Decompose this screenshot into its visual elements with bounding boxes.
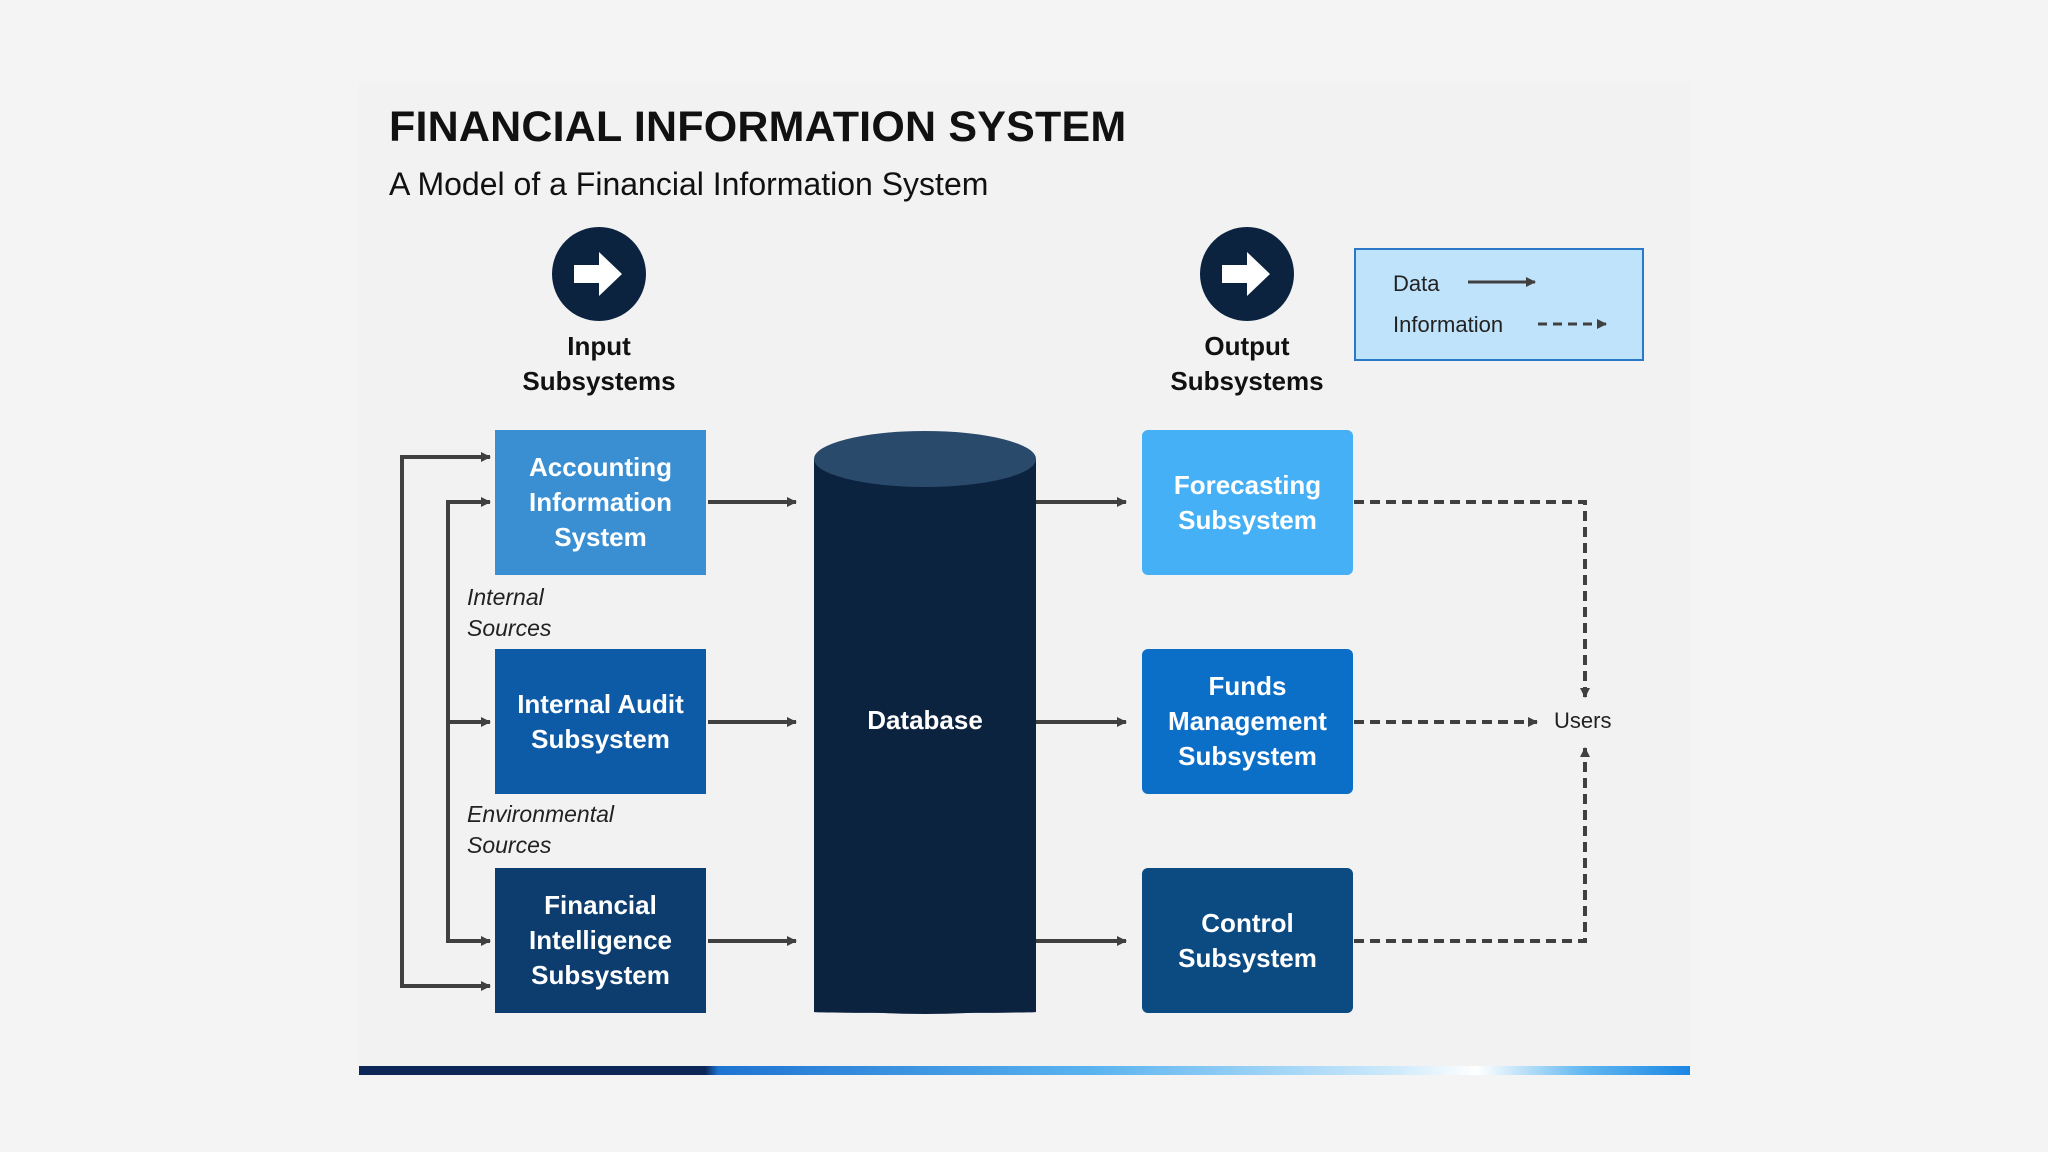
output-subsystems-heading: Output Subsystems	[1137, 329, 1357, 399]
page-subtitle: A Model of a Financial Information Syste…	[389, 166, 989, 202]
internal-sources-label: Internal Sources	[467, 582, 551, 644]
legend: Data Information	[1354, 248, 1644, 361]
input-heading-line2: Subsystems	[522, 366, 676, 396]
input-subsystems-heading: Input Subsystems	[489, 329, 709, 399]
arrow-right-icon	[552, 227, 646, 321]
arrow-right-icon	[1200, 227, 1294, 321]
environmental-sources-label: Environmental Sources	[467, 799, 614, 861]
legend-information-label: Information	[1393, 312, 1504, 337]
page-title: FINANCIAL INFORMATION SYSTEM	[389, 103, 1127, 151]
forecasting-to-users-arrow	[1354, 500, 1590, 698]
environmental-sources-line2: Sources	[467, 832, 552, 858]
output-box-funds-management: Funds Management Subsystem	[1142, 649, 1353, 794]
control-to-users-arrow	[1354, 747, 1590, 943]
output-heading-line1: Output	[1204, 331, 1290, 361]
bottom-gradient-bar	[359, 1066, 1690, 1075]
output-heading-line2: Subsystems	[1170, 366, 1324, 396]
users-label: Users	[1554, 708, 1612, 733]
input-box-accounting: Accounting Information System	[495, 430, 706, 575]
input-box-financial-intelligence: Financial Intelligence Subsystem	[495, 868, 706, 1013]
environmental-sources-line1: Environmental	[467, 801, 615, 827]
output-box-control: Control Subsystem	[1142, 868, 1353, 1013]
input-box-internal-audit: Internal Audit Subsystem	[495, 649, 706, 794]
legend-data-label: Data	[1393, 271, 1440, 296]
output-box-forecasting: Forecasting Subsystem	[1142, 430, 1353, 575]
internal-sources-line1: Internal	[467, 584, 544, 610]
database-label: Database	[867, 705, 983, 735]
internal-sources-line2: Sources	[467, 615, 552, 641]
database-cylinder	[814, 431, 1036, 1014]
input-heading-line1: Input	[567, 331, 631, 361]
